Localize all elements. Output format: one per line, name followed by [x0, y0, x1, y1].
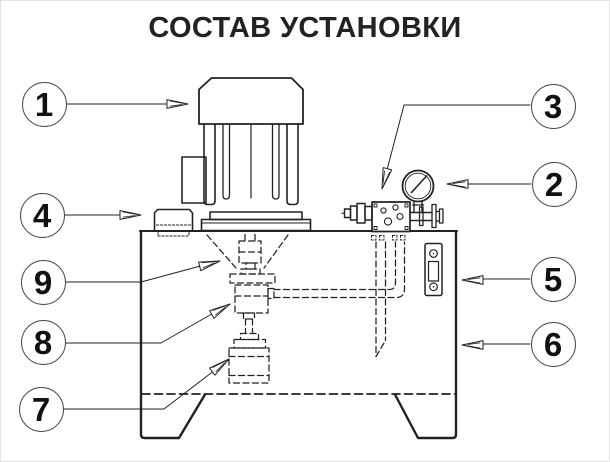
- arrow-to-strainer: [209, 354, 233, 376]
- arrow-to-tank: [461, 340, 484, 350]
- manifold-ports: [380, 204, 404, 226]
- callout-5: 5: [530, 256, 576, 302]
- pump-body: [234, 284, 269, 314]
- callout-2: 2: [531, 161, 577, 207]
- pressure-gauge: [401, 169, 435, 213]
- motor-flange: [209, 211, 303, 221]
- callout-8: 8: [20, 319, 66, 365]
- pump-flange: [229, 273, 276, 284]
- callout-3: 3: [530, 83, 576, 129]
- callout-1: 1: [21, 81, 67, 127]
- callout-4: 4: [19, 192, 65, 238]
- manifold-screws: [373, 203, 409, 230]
- gauge-needle: [410, 175, 428, 194]
- manifold-bolts-hidden: [371, 235, 406, 241]
- internal-piping: [273, 241, 406, 358]
- pressure-pipe: [273, 241, 406, 299]
- valve-manifold: [341, 201, 411, 241]
- arrow-to-motor: [166, 99, 189, 109]
- arrow-to-gauge: [446, 179, 469, 189]
- callout-3-label: 3: [543, 87, 563, 125]
- electric-motor: [181, 77, 312, 232]
- solenoid-valve: [341, 202, 373, 224]
- callout-2-label: 2: [544, 165, 564, 203]
- callout-5-label: 5: [543, 260, 563, 298]
- oil-tank: [139, 229, 458, 440]
- callout-9-label: 9: [33, 263, 53, 301]
- callout-7: 7: [18, 386, 64, 432]
- pressure-pipe: [273, 241, 397, 291]
- arrow-to-level-gauge: [461, 275, 484, 285]
- filler-breather-cap: [153, 208, 194, 237]
- bell-housing-line: [263, 234, 289, 269]
- pump-assembly: [206, 233, 289, 320]
- strainer-body: [228, 347, 270, 384]
- bell-housing-line: [206, 234, 237, 269]
- arrow-to-bell-housing: [198, 256, 222, 272]
- callout-7-label: 7: [31, 390, 51, 428]
- callout-6: 6: [530, 321, 576, 367]
- pump-outlet-port: [267, 287, 275, 300]
- motor-base-plate: [200, 218, 312, 232]
- arrow-to-pump: [209, 299, 233, 319]
- gauge-piping: [409, 203, 444, 229]
- callout-4-label: 4: [32, 196, 52, 234]
- arrow-to-filler-cap: [119, 210, 142, 220]
- level-gauge: [424, 242, 443, 297]
- suction-strainer: [228, 318, 270, 384]
- diagram-title: СОСТАВ УСТАНОВКИ: [148, 12, 462, 44]
- leader-arrowheads: [119, 99, 484, 376]
- callout-8-label: 8: [33, 323, 53, 361]
- sight-glass-window: [427, 260, 440, 282]
- callout-9: 9: [20, 259, 66, 305]
- callout-1-label: 1: [34, 85, 54, 123]
- arrow-to-manifold: [377, 167, 393, 191]
- terminal-box: [181, 156, 207, 204]
- callout-6-label: 6: [543, 325, 563, 363]
- leader-lines: [62, 103, 532, 410]
- fan-cowl: [198, 77, 304, 125]
